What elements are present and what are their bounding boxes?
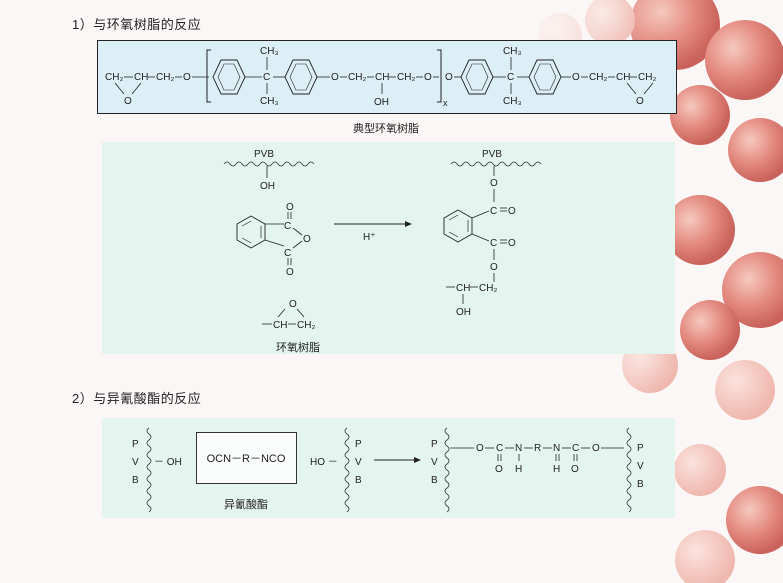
epoxy-o-right: O (572, 72, 580, 83)
pvb-v2-p: P (355, 439, 362, 450)
prod-pvb-left-b: B (431, 475, 438, 486)
anhydride-reaction-panel (102, 142, 675, 354)
pvb-left-label: PVB (254, 149, 274, 160)
prod-pvb-right-p: P (637, 443, 644, 454)
prod-pvb-left-v: V (431, 457, 438, 468)
pvb-left-oh: OH (260, 181, 275, 192)
pvb-v2-v: V (355, 457, 362, 468)
prod-o-bot1: O (495, 464, 503, 475)
anhydride-c-top: C (284, 221, 291, 232)
isocyanate-caption: 异氰酸酯 (224, 499, 268, 511)
pvb-right-label: PVB (482, 149, 502, 160)
epoxy-o-left: O (183, 72, 191, 83)
product-o1-double: O (508, 206, 516, 217)
product-c1: C (490, 206, 497, 217)
anhydride-c-bot: C (284, 248, 291, 259)
prod-h2: H (553, 464, 560, 475)
prod-r: R (534, 443, 541, 454)
epoxy-ch-mid: CH (375, 72, 389, 83)
epoxy-repeat-x: x (443, 98, 448, 108)
epoxy-ch2-left2: CH₂ (156, 72, 174, 83)
epoxy-ch-left: CH (134, 72, 148, 83)
prod-pvb-left-p: P (431, 439, 438, 450)
epoxy-o-mid2: O (424, 72, 432, 83)
prod-o-bot2: O (571, 464, 579, 475)
product-oh: OH (456, 307, 471, 318)
epoxy-resin-caption: 典型环氧树脂 (353, 123, 419, 135)
epoxy-ch3-bot2: CH₃ (503, 96, 522, 107)
epoxy-c2: C (507, 72, 514, 83)
product-o2-double: O (508, 238, 516, 249)
pvb-v2-b: B (355, 475, 362, 486)
epoxy-fragment-caption: 环氧树脂 (276, 342, 320, 354)
product-o1: O (490, 178, 498, 189)
prod-o1: O (476, 443, 484, 454)
isocyanate-box (196, 432, 297, 484)
section-1-title: 1）与环氧树脂的反应 (72, 17, 202, 32)
prod-pvb-right-b: B (637, 479, 644, 490)
epoxy-fragment-ch2: CH₂ (297, 320, 315, 331)
isocyanate-formula: OCN－R－NCO (206, 453, 286, 465)
epoxy-o-mid3: O (445, 72, 453, 83)
anhydride-o-top: O (286, 202, 294, 213)
epoxy-ch2-mid2: CH₂ (397, 72, 415, 83)
pvb-v1-v: V (132, 457, 139, 468)
pvb-v2-ho: HO － (310, 457, 338, 468)
epoxy-oh-mid: OH (374, 97, 389, 108)
epoxy-ch2-right2: CH₂ (638, 72, 656, 83)
product-c2: C (490, 238, 497, 249)
epoxy-ring-o-right: O (636, 96, 644, 107)
section-2-title: 2）与异氰酸酯的反应 (72, 391, 202, 406)
epoxy-ch2-right: CH₂ (589, 72, 607, 83)
pvb-v1-b: B (132, 475, 139, 486)
prod-n2: N (553, 443, 560, 454)
epoxy-fragment-o: O (289, 299, 297, 310)
anhydride-o-bot: O (286, 267, 294, 278)
epoxy-fragment-ch: CH (273, 320, 287, 331)
epoxy-c1: C (263, 72, 270, 83)
prod-o2: O (592, 443, 600, 454)
epoxy-o-mid1: O (331, 72, 339, 83)
product-ch2: CH₂ (479, 283, 497, 294)
prod-c2: C (572, 443, 579, 454)
epoxy-ch2-mid1: CH₂ (348, 72, 366, 83)
product-ch: CH (456, 283, 470, 294)
prod-h1: H (515, 464, 522, 475)
epoxy-ch2-left: CH₂ (105, 72, 123, 83)
reaction-catalyst: H⁺ (363, 232, 376, 243)
prod-pvb-right-v: V (637, 461, 644, 472)
anhydride-reaction-scheme: PVB OH C O O C O O CH CH₂ H⁺ PVB (223, 149, 542, 331)
epoxy-ch3-top1: CH₃ (260, 46, 279, 57)
anhydride-o-ring: O (303, 234, 311, 245)
pvb-v1-p: P (132, 439, 139, 450)
epoxy-ch-right: CH (616, 72, 630, 83)
epoxy-ch3-top2: CH₃ (503, 46, 522, 57)
epoxy-ch3-bot1: CH₃ (260, 96, 279, 107)
epoxy-ring-o-left: O (124, 96, 132, 107)
prod-n1: N (515, 443, 522, 454)
prod-c1: C (496, 443, 503, 454)
pvb-v1-oh: － OH (154, 457, 182, 468)
isocyanate-reaction-scheme: P V B － OH HO － P V B P V B O C O N H R … (132, 427, 644, 513)
epoxy-resin-structure: CH₂ CH CH₂ O O CH₃ C CH₃ O CH₂ CH OH (105, 46, 656, 108)
product-o2: O (490, 262, 498, 273)
